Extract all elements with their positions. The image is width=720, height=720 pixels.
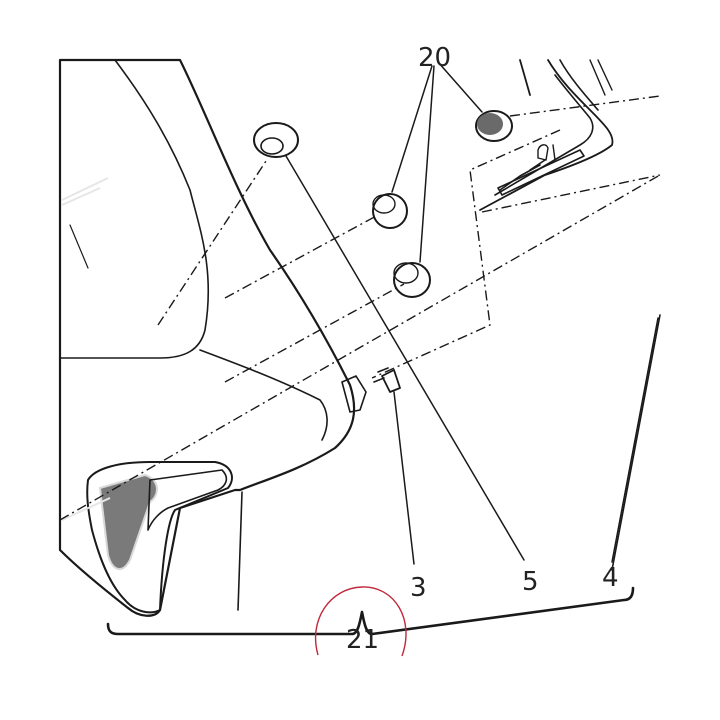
body-highlight	[61, 177, 109, 206]
grommet-top	[475, 110, 513, 142]
body-handle	[86, 461, 233, 614]
leader-20	[391, 61, 483, 263]
panel-edge-line	[611, 314, 661, 571]
body-leg-line	[237, 491, 243, 611]
leader-lines	[285, 61, 659, 565]
panel-rail	[497, 149, 585, 196]
panel-outline-inner	[494, 59, 599, 196]
callout-5: 5	[522, 567, 539, 597]
callout-4: 4	[602, 563, 619, 593]
panel-outline-outer	[479, 59, 614, 211]
callout-highlight-circle	[314, 586, 407, 657]
leader-5	[285, 155, 525, 561]
bushing-inner	[260, 137, 284, 155]
body-edge-line	[61, 497, 111, 521]
clip-body	[381, 369, 401, 393]
leader-4	[611, 317, 659, 563]
clip-pin	[373, 367, 389, 383]
body-stud	[341, 375, 367, 413]
assembly-lines	[59, 95, 661, 521]
body-shell	[58, 58, 356, 617]
callout-20: 20	[418, 43, 451, 73]
grommet-lower	[393, 262, 431, 298]
body-crease-lower	[199, 349, 328, 441]
panel-part	[479, 59, 661, 571]
assembly-bracket	[106, 586, 635, 636]
grommet-middle	[372, 193, 408, 229]
callout-3: 3	[410, 573, 427, 603]
clip-part	[373, 367, 401, 393]
bushing-part	[253, 122, 299, 158]
callout-21: 21	[346, 625, 379, 655]
panel-slot	[537, 144, 556, 161]
body-handle-face	[147, 469, 228, 531]
bushing-outer	[253, 122, 299, 158]
grommet-parts	[372, 110, 513, 298]
panel-lip	[589, 59, 613, 96]
leader-3	[393, 391, 415, 565]
main-body-part	[58, 58, 367, 617]
body-sketch-line	[69, 224, 89, 269]
body-crease-upper	[59, 59, 210, 359]
